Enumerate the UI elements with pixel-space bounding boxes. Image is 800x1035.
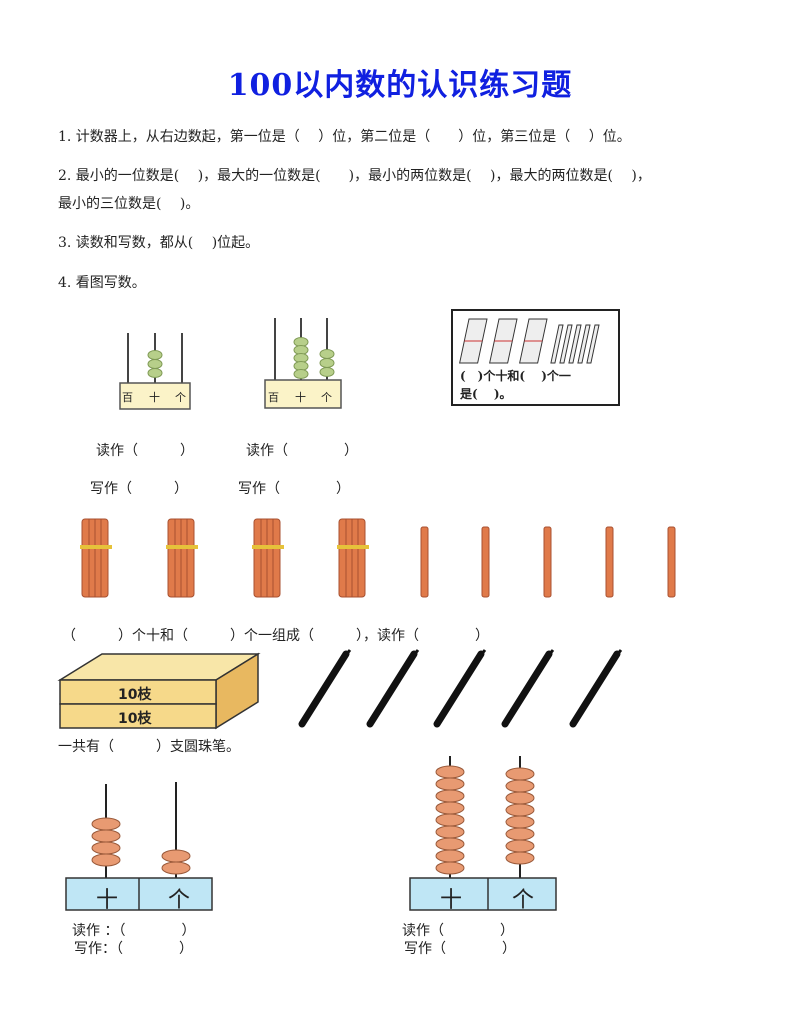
big-abacus-right-write: 写作（ ）	[404, 941, 516, 957]
pen-box-label-2: 10枝	[118, 711, 152, 727]
small-abacus-1-label-tens: 十	[149, 391, 160, 404]
question-4: 4. 看图写数。	[58, 275, 146, 291]
read-answer-2: 读作（ ）	[246, 443, 358, 459]
question-1: 1. 计数器上，从右边数起，第一位是（ ）位，第二位是（ ）位，第三位是（ ）位…	[58, 129, 631, 145]
pen-4	[501, 649, 555, 728]
page-title: 100以内数的认识练习题	[227, 68, 573, 103]
pen-5	[569, 649, 623, 728]
single-stick-3	[543, 526, 552, 598]
stick-bundle-2	[166, 518, 198, 598]
big-abacus-left-read: 读作 ：（ ）	[72, 923, 196, 939]
question-3: 3. 读数和写数，都从( )位起。	[58, 235, 260, 251]
question-2-line2: 最小的三位数是( )。	[58, 196, 200, 212]
big-abacus-left-label-tens: 十	[96, 888, 119, 913]
pen-1	[298, 649, 352, 728]
big-abacus-left	[65, 782, 213, 911]
small-abacus-1-label-hundreds: 百	[122, 391, 133, 404]
small-abacus-2-label-ones: 个	[321, 391, 332, 404]
pen-3	[433, 649, 487, 728]
pen-box-stack	[57, 652, 261, 730]
big-abacus-left-write: 写作：（ ）	[74, 941, 193, 957]
stick-bundle-1	[80, 518, 112, 598]
sticks-box-illustration	[451, 309, 620, 406]
pens-sentence: 一共有（ ）支圆珠笔。	[58, 739, 240, 755]
pen-2	[366, 649, 420, 728]
pen-box-label-1: 10枝	[118, 687, 152, 703]
sticks-box-text-line1: ( )个十和( )个一	[460, 369, 571, 383]
small-abacus-2-label-hundreds: 百	[268, 391, 279, 404]
big-abacus-right-read: 读作（ ）	[402, 923, 514, 939]
stick-bundle-4	[337, 518, 369, 598]
single-stick-4	[605, 526, 614, 598]
write-answer-1: 写作（ ）	[90, 481, 188, 497]
big-abacus-left-label-ones: 个	[168, 888, 191, 913]
big-abacus-right-label-tens: 十	[440, 888, 463, 913]
big-abacus-right-label-ones: 个	[512, 888, 535, 913]
small-abacus-2	[264, 318, 342, 409]
stick-bundle-3	[252, 518, 284, 598]
small-abacus-1	[119, 333, 191, 410]
single-stick-1	[420, 526, 429, 598]
sticks-box-text-line2: 是( )。	[460, 387, 512, 401]
bundles-sentence: （ ）个十和（ ）个一组成（ ），读作（ ）	[62, 628, 489, 644]
small-abacus-2-label-tens: 十	[295, 391, 306, 404]
single-stick-2	[481, 526, 490, 598]
big-abacus-right	[409, 756, 557, 911]
single-stick-5	[667, 526, 676, 598]
question-2-line1: 2. 最小的一位数是( )，最大的一位数是( )，最小的两位数是( )，最大的两…	[58, 168, 651, 184]
small-abacus-1-label-ones: 个	[175, 391, 186, 404]
read-answer-1: 读作（ ）	[96, 443, 194, 459]
write-answer-2: 写作（ ）	[238, 481, 350, 497]
